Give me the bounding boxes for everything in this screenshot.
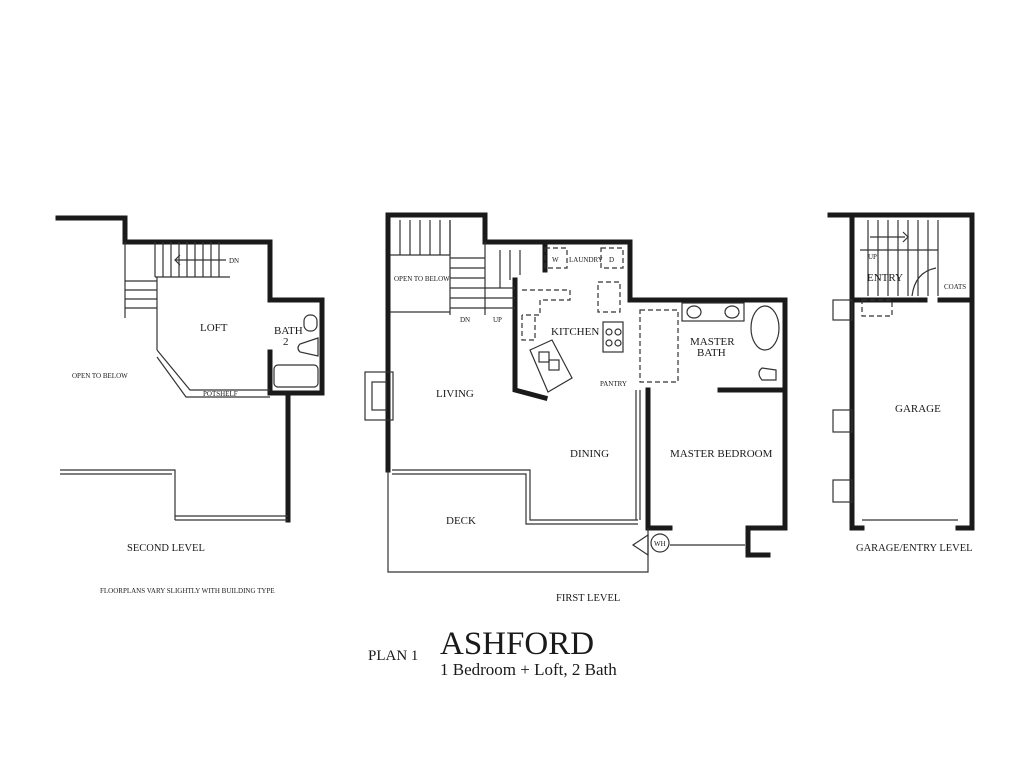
room-label-dining: DINING <box>570 448 609 460</box>
room-label-pantry: PANTRY <box>600 380 627 388</box>
label-coats: COATS <box>944 283 966 291</box>
label-stairs-up-first: UP <box>493 316 502 324</box>
room-label-garage: GARAGE <box>895 403 941 415</box>
room-label-master-bath: MASTER <box>690 336 735 348</box>
garage-level-caption: GARAGE/ENTRY LEVEL <box>856 543 973 554</box>
room-label-laundry: LAUNDRY <box>569 256 603 264</box>
plan-subtitle: 1 Bedroom + Loft, 2 Bath <box>440 660 617 679</box>
room-label-kitchen: KITCHEN <box>551 326 599 338</box>
floorplans-note: FLOORPLANS VARY SLIGHTLY WITH BUILDING T… <box>100 587 275 595</box>
entry-stairs <box>860 220 939 296</box>
second-level-plan <box>55 215 325 523</box>
label-stairs-up-entry: UP <box>868 253 877 261</box>
room-label-living: LIVING <box>436 388 474 400</box>
room-label-master-bedroom: MASTER BEDROOM <box>670 448 773 460</box>
garage-level-plan <box>827 212 975 531</box>
loft-stairs <box>125 242 230 350</box>
label-open-to-below-first: OPEN TO BELOW <box>394 275 450 283</box>
room-label-entry: ENTRY <box>867 272 903 284</box>
plan-name: ASHFORD <box>440 626 594 662</box>
label-stairs-dn: DN <box>229 257 239 265</box>
first-level-stairs <box>390 220 521 315</box>
room-label-deck: DECK <box>446 515 476 527</box>
label-washer: W <box>552 256 559 264</box>
room-label-master-bath-2: BATH <box>697 347 726 359</box>
room-label-bath-2: BATH <box>274 325 303 337</box>
label-stairs-dn-first: DN <box>460 316 470 324</box>
label-dryer: D <box>609 256 614 264</box>
label-potshelf: POTSHELF <box>203 390 238 398</box>
room-label-loft: LOFT <box>200 322 228 334</box>
room-label-bath-2-number: 2 <box>283 336 289 348</box>
label-water-heater: WH <box>654 540 666 548</box>
label-open-to-below: OPEN TO BELOW <box>72 372 128 380</box>
first-level-plan <box>364 212 788 573</box>
first-level-caption: FIRST LEVEL <box>556 593 620 604</box>
plan-number: PLAN 1 <box>368 648 418 664</box>
second-level-caption: SECOND LEVEL <box>127 543 205 554</box>
